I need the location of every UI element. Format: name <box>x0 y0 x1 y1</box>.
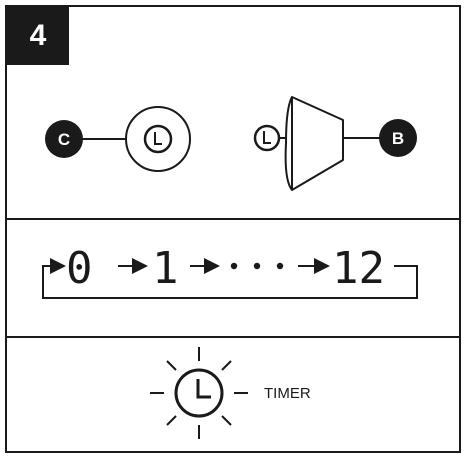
badge-b <box>379 119 417 157</box>
timer-label: TIMER <box>264 385 311 402</box>
step-number-badge: 4 <box>7 7 69 65</box>
hood-icon <box>279 96 344 191</box>
panel-divider-top <box>7 218 459 220</box>
clock-icon <box>253 124 281 152</box>
instruction-frame: 4 <box>5 5 461 453</box>
badge-c <box>45 120 83 158</box>
blinking-clock-icon <box>150 347 248 439</box>
ellipsis-dots-icon <box>230 262 284 270</box>
sequence-group: 0 1 12 <box>42 243 418 299</box>
sequence-start-digit: 0 <box>66 243 93 294</box>
sequence-next-digit: 1 <box>152 243 179 294</box>
control-c-group: C <box>45 106 191 172</box>
clock-knob-icon <box>125 106 191 172</box>
sequence-end-digits: 12 <box>332 243 385 294</box>
badge-c-label: C <box>58 130 70 149</box>
control-b-group: B <box>253 96 417 191</box>
badge-b-label: B <box>392 129 404 148</box>
loop-return-icon <box>42 258 418 299</box>
panel-divider-bottom <box>7 336 459 338</box>
